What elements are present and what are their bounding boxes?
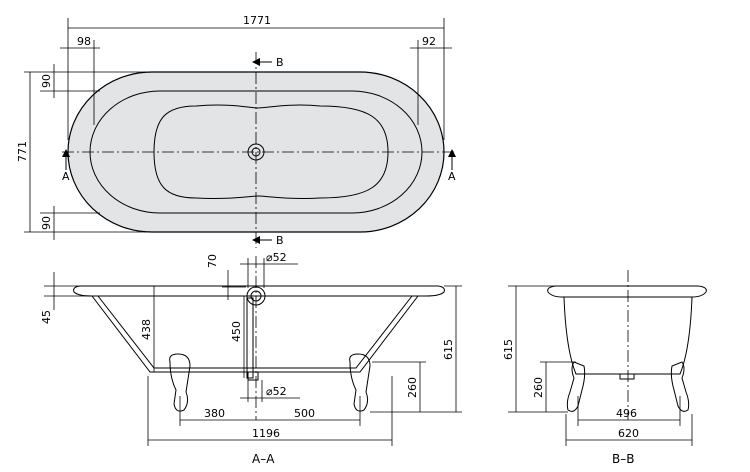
dim-side-total-height: 615 bbox=[502, 339, 515, 360]
dim-inner-depth: 438 bbox=[140, 319, 153, 340]
dim-side-leg-span: 496 bbox=[616, 407, 637, 420]
top-view: A A B B 1771 98 92 771 90 bbox=[16, 14, 456, 248]
side-drain-stub bbox=[619, 373, 635, 380]
section-a-left-label: A bbox=[62, 170, 70, 183]
front-rim bbox=[73, 285, 445, 297]
dim-rim-bottom: 90 bbox=[40, 216, 53, 230]
dim-drain-to-leg: 380 bbox=[204, 407, 225, 420]
dim-drain-height: 450 bbox=[230, 321, 243, 342]
section-a-right-arrow bbox=[448, 149, 456, 157]
side-view: 615 260 496 620 B–B bbox=[502, 270, 707, 466]
dim-rim-height: 45 bbox=[40, 310, 53, 324]
dim-right-offset: 92 bbox=[422, 35, 436, 48]
view-label-front: A–A bbox=[252, 452, 275, 466]
front-left-leg bbox=[169, 353, 191, 412]
dim-drain-diameter: ⌀52 bbox=[266, 385, 287, 398]
tub-inner-rim bbox=[89, 90, 423, 214]
dim-side-leg-height: 260 bbox=[532, 377, 545, 398]
dim-side-overall-width: 620 bbox=[618, 427, 639, 440]
dim-rim-top: 90 bbox=[40, 74, 53, 88]
dim-overall-width: 771 bbox=[16, 141, 29, 162]
dim-total-height: 615 bbox=[442, 339, 455, 360]
overflow-pipe bbox=[246, 297, 254, 379]
section-a-right-label: A bbox=[448, 170, 456, 183]
dim-leg-height: 260 bbox=[406, 377, 419, 398]
dim-overflow-height: 70 bbox=[206, 254, 219, 268]
drain-stub bbox=[247, 371, 259, 381]
section-b-top-label: B bbox=[276, 56, 284, 69]
dim-leg-span: 1196 bbox=[252, 427, 280, 440]
side-right-leg bbox=[670, 361, 690, 412]
dim-left-offset: 98 bbox=[77, 35, 91, 48]
dim-overflow-diameter: ⌀52 bbox=[266, 251, 287, 264]
front-inner-wall bbox=[97, 295, 413, 369]
view-label-side: B–B bbox=[612, 452, 634, 466]
dim-overall-length: 1771 bbox=[243, 14, 271, 27]
section-b-top-arrow bbox=[252, 58, 260, 66]
side-rim bbox=[547, 285, 707, 298]
side-left-leg bbox=[566, 361, 586, 412]
tub-basin bbox=[153, 104, 389, 200]
section-a-left-arrow bbox=[62, 149, 70, 157]
section-b-bottom-label: B bbox=[276, 234, 284, 247]
section-b-bottom-arrow bbox=[252, 236, 260, 244]
front-view: 45 70 ⌀52 438 450 615 260 ⌀52 bbox=[40, 251, 462, 466]
front-right-leg bbox=[349, 353, 371, 412]
dim-drain-to-right-leg: 500 bbox=[294, 407, 315, 420]
